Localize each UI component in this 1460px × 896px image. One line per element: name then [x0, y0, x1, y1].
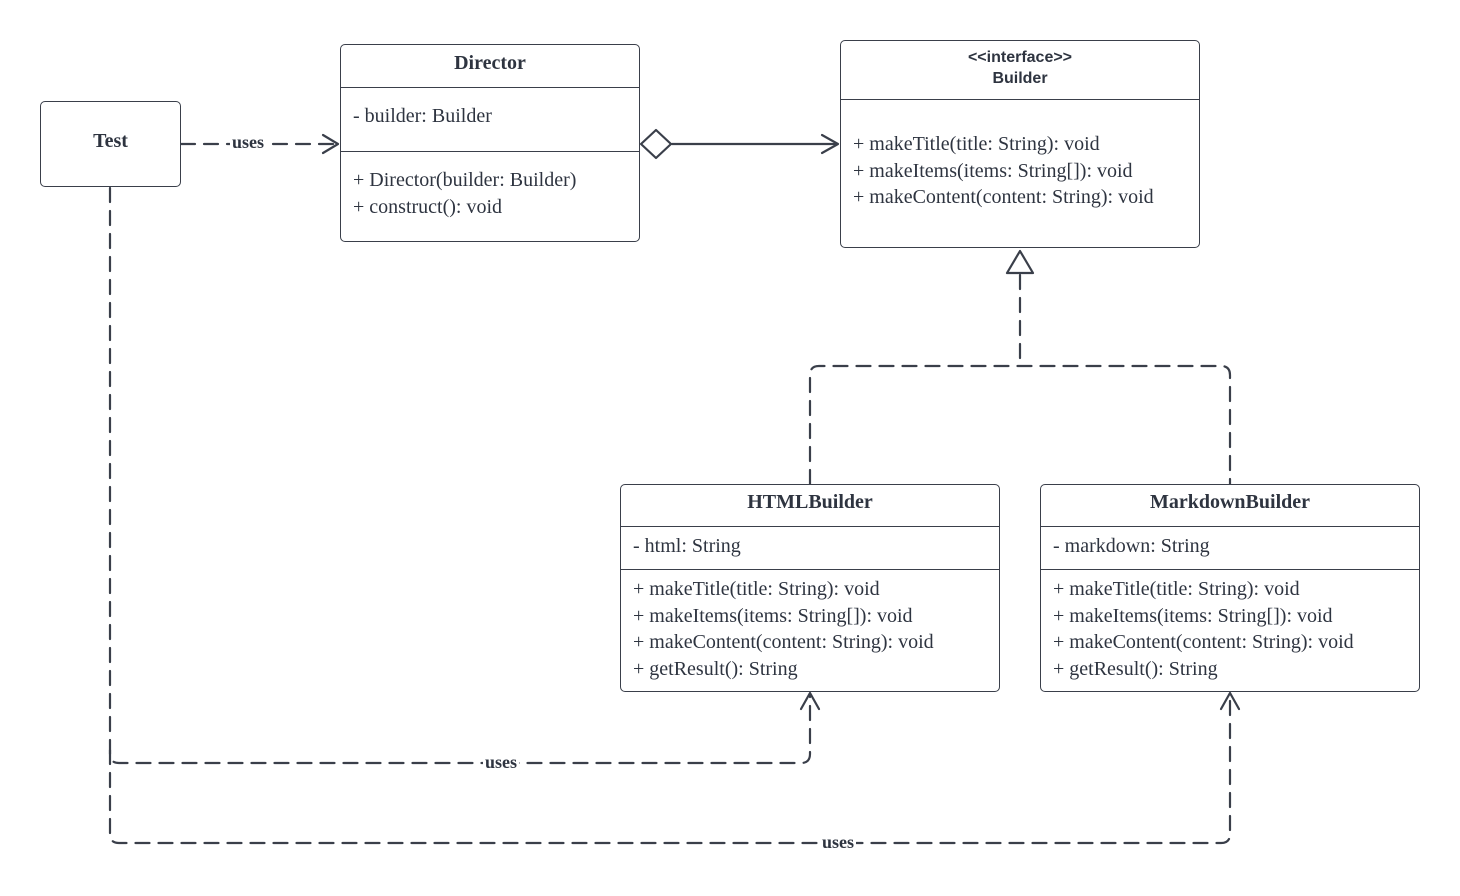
markdownbuilder-operations: + makeTitle(title: String): void + makeI… [1053, 576, 1415, 682]
htmlbuilder-attribute-divider [621, 569, 999, 570]
director-class-name: Director [454, 52, 526, 74]
htmlbuilder-operation: + makeContent(content: String): void [633, 631, 934, 653]
builder-interface-name: Builder [992, 70, 1048, 87]
test-class-name: Test [93, 130, 128, 152]
test-htmlbuilder-uses-label: uses [482, 752, 520, 772]
director-operation: + Director(builder: Builder) [353, 169, 577, 191]
realization-triangle [1005, 249, 1035, 275]
director-class[interactable]: Director - builder: Builder + Director(b… [340, 44, 640, 242]
aggregation-diamond [639, 128, 673, 160]
htmlbuilder-operations: + makeTitle(title: String): void + makeI… [633, 576, 995, 682]
test-htmlbuilder-dependency-line [108, 186, 812, 765]
director-name-divider [341, 87, 639, 88]
markdownbuilder-attribute-divider [1041, 569, 1419, 570]
director-builder-arrowhead [820, 133, 840, 155]
director-attribute: - builder: Builder [353, 105, 492, 127]
test-htmlbuilder-arrowhead [799, 691, 821, 711]
htmlbuilder-class[interactable]: HTMLBuilder - html: String + makeTitle(t… [620, 484, 1000, 692]
markdownbuilder-name-divider [1041, 526, 1419, 527]
test-markdownbuilder-uses-label: uses [819, 832, 857, 852]
markdownbuilder-operation: + makeContent(content: String): void [1053, 631, 1354, 653]
director-attribute-divider [341, 151, 639, 152]
builder-operation: + makeItems(items: String[]): void [853, 159, 1133, 182]
markdownbuilder-operation: + makeItems(items: String[]): void [1053, 604, 1333, 627]
builder-interface[interactable]: <<interface>> Builder + makeTitle(title:… [840, 40, 1200, 248]
htmlbuilder-operation: + makeItems(items: String[]): void [633, 604, 913, 627]
realization-branch-line [808, 364, 1232, 486]
markdownbuilder-operation: + makeTitle(title: String): void [1053, 578, 1300, 600]
markdownbuilder-attribute: - markdown: String [1053, 535, 1210, 557]
builder-operation: + makeContent(content: String): void [853, 186, 1154, 208]
markdownbuilder-class-name: MarkdownBuilder [1149, 491, 1311, 513]
director-operations: + Director(builder: Builder) + construct… [353, 167, 635, 220]
htmlbuilder-operation: + getResult(): String [633, 657, 798, 680]
markdownbuilder-operation: + getResult(): String [1053, 657, 1218, 680]
markdownbuilder-class[interactable]: MarkdownBuilder - markdown: String + mak… [1040, 484, 1420, 692]
test-director-uses-label: uses [229, 132, 267, 152]
htmlbuilder-attribute: - html: String [633, 535, 741, 557]
test-class[interactable]: Test [40, 101, 181, 187]
builder-operation: + makeTitle(title: String): void [853, 133, 1100, 155]
htmlbuilder-class-name: HTMLBuilder [747, 491, 873, 513]
builder-operations: + makeTitle(title: String): void + makeI… [853, 131, 1195, 211]
htmlbuilder-attributes: - html: String [633, 533, 995, 560]
director-operation: + construct(): void [353, 195, 503, 218]
builder-stereotype: <<interface>> [967, 49, 1073, 66]
director-attributes: - builder: Builder [353, 103, 635, 130]
test-markdownbuilder-arrowhead [1219, 691, 1241, 711]
markdownbuilder-attributes: - markdown: String [1053, 533, 1415, 560]
htmlbuilder-operation: + makeTitle(title: String): void [633, 578, 880, 600]
htmlbuilder-name-divider [621, 526, 999, 527]
test-markdownbuilder-dependency-line [108, 693, 1232, 845]
test-director-arrowhead [321, 133, 340, 155]
builder-name-divider [841, 99, 1199, 100]
